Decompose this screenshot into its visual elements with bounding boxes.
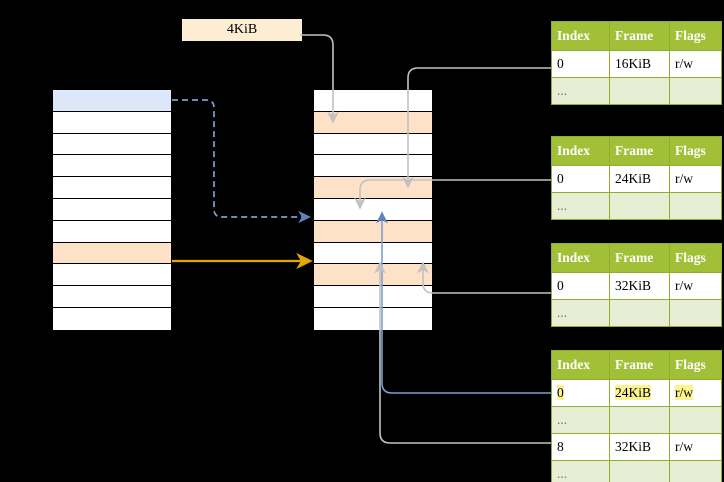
cell-frame: 16KiB: [609, 50, 670, 78]
physical-frame-row[interactable]: [314, 286, 432, 308]
table-header-row: Index Frame Flags: [551, 350, 722, 380]
cell-frame: 32KiB: [609, 433, 670, 461]
cell-index: 0: [551, 50, 610, 78]
table-row[interactable]: 0 16KiB r/w: [551, 50, 722, 78]
column-header-index: Index: [551, 243, 610, 273]
virtual-page-row[interactable]: [53, 307, 171, 330]
physical-frame-row[interactable]: [314, 133, 432, 156]
cell-index-value: 0: [557, 385, 564, 400]
column-header-index: Index: [551, 350, 610, 380]
table-row-ellipsis[interactable]: ...: [551, 77, 722, 105]
column-header-frame: Frame: [609, 21, 670, 51]
table-row[interactable]: 8 32KiB r/w: [551, 433, 722, 461]
table-header-row: Index Frame Flags: [551, 21, 722, 51]
virtual-page-row[interactable]: [53, 111, 171, 134]
cell-flags: r/w: [669, 433, 722, 461]
table-row[interactable]: 0 24KiB r/w: [551, 165, 722, 193]
cell-flags: r/w: [669, 272, 722, 300]
physical-frame-row[interactable]: [314, 198, 432, 221]
table-row-ellipsis[interactable]: ...: [551, 192, 722, 220]
column-header-frame: Frame: [609, 243, 670, 273]
column-header-flags: Flags: [669, 21, 722, 51]
column-header-flags: Flags: [669, 350, 722, 380]
virtual-page-row[interactable]: [53, 177, 171, 199]
virtual-address-space-column: [52, 89, 172, 331]
cell-frame: [609, 406, 670, 434]
cell-frame: 24KiB: [609, 379, 670, 407]
cell-index: 8: [551, 433, 610, 461]
physical-frame-row[interactable]: [314, 242, 432, 265]
size-label-4kib: 4KiB: [182, 19, 302, 41]
virtual-page-row[interactable]: [53, 133, 171, 156]
table-row-ellipsis[interactable]: ...: [551, 460, 722, 482]
cell-flags: [669, 299, 722, 327]
cell-index: 0: [551, 165, 610, 193]
column-header-index: Index: [551, 136, 610, 166]
cell-index: ...: [551, 460, 610, 482]
virtual-page-row[interactable]: [53, 264, 171, 287]
cell-frame-value: 24KiB: [615, 385, 652, 400]
wire-blue-page-mapping: [172, 99, 311, 224]
cell-index: ...: [551, 406, 610, 434]
cell-flags-value: r/w: [675, 385, 693, 400]
cell-flags: r/w: [669, 165, 722, 193]
physical-frame-row[interactable]: [314, 220, 432, 243]
page-table-1: Index Frame Flags 0 16KiB r/w ...: [551, 21, 722, 105]
column-header-frame: Frame: [609, 136, 670, 166]
column-header-frame: Frame: [609, 350, 670, 380]
page-table-3: Index Frame Flags 0 32KiB r/w ...: [551, 243, 722, 327]
physical-frame-row[interactable]: [314, 307, 432, 330]
physical-memory-column: [313, 89, 433, 331]
cell-index: ...: [551, 299, 610, 327]
cell-index: 0: [551, 379, 610, 407]
cell-index: ...: [551, 77, 610, 105]
table-header-row: Index Frame Flags: [551, 136, 722, 166]
cell-flags: [669, 77, 722, 105]
cell-frame: [609, 192, 670, 220]
cell-flags: [669, 460, 722, 482]
physical-frame-row[interactable]: [314, 264, 432, 287]
cell-frame: [609, 460, 670, 482]
cell-index: ...: [551, 192, 610, 220]
physical-frame-row[interactable]: [314, 111, 432, 134]
table-row-ellipsis[interactable]: ...: [551, 406, 722, 434]
column-header-index: Index: [551, 21, 610, 51]
cell-flags: r/w: [669, 379, 722, 407]
table-row-ellipsis[interactable]: ...: [551, 299, 722, 327]
cell-frame: 24KiB: [609, 165, 670, 193]
cell-flags: [669, 406, 722, 434]
virtual-page-row[interactable]: [53, 198, 171, 221]
table-row-highlighted[interactable]: 0 24KiB r/w: [551, 379, 722, 407]
virtual-page-row[interactable]: [53, 155, 171, 178]
cell-flags: [669, 192, 722, 220]
wire-table3-to-frame: [417, 261, 551, 294]
cell-flags: r/w: [669, 50, 722, 78]
table-row[interactable]: 0 32KiB r/w: [551, 272, 722, 300]
column-header-flags: Flags: [669, 243, 722, 273]
physical-frame-row[interactable]: [314, 155, 432, 178]
physical-frame-row[interactable]: [314, 90, 432, 112]
page-table-4: Index Frame Flags 0 24KiB r/w ... 8 32Ki…: [551, 350, 722, 482]
page-table-2: Index Frame Flags 0 24KiB r/w ...: [551, 136, 722, 220]
cell-frame: 32KiB: [609, 272, 670, 300]
virtual-page-row[interactable]: [53, 90, 171, 112]
virtual-page-row[interactable]: [53, 220, 171, 243]
virtual-page-row[interactable]: [53, 286, 171, 308]
physical-frame-row[interactable]: [314, 177, 432, 199]
table-header-row: Index Frame Flags: [551, 243, 722, 273]
cell-frame: [609, 299, 670, 327]
cell-frame: [609, 77, 670, 105]
column-header-flags: Flags: [669, 136, 722, 166]
cell-index: 0: [551, 272, 610, 300]
virtual-page-row[interactable]: [53, 242, 171, 265]
